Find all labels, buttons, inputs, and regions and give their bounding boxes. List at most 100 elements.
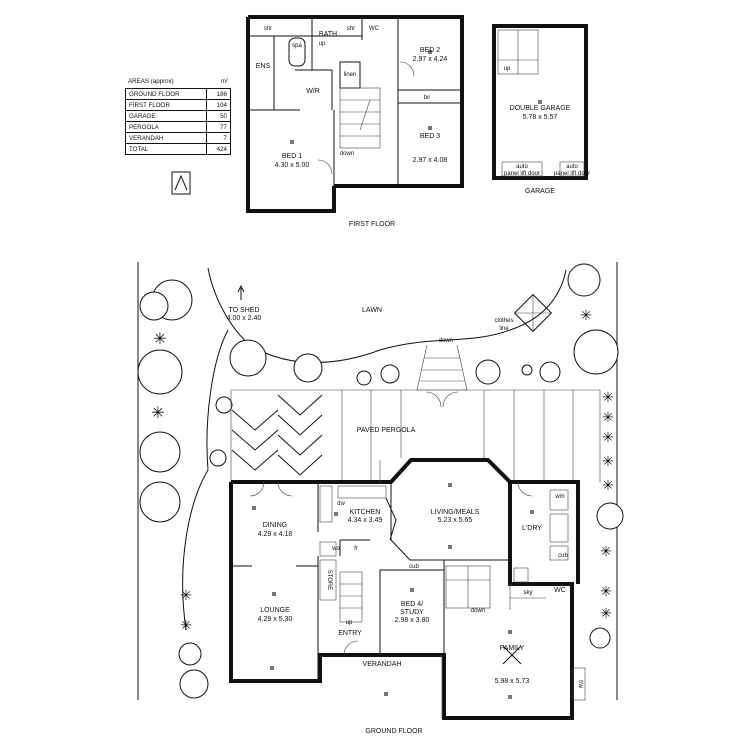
palm-icon: ✳ bbox=[180, 587, 192, 603]
paved-pergola: PAVED PERGOLA bbox=[230, 389, 601, 482]
palm-icon: ✳ bbox=[600, 583, 612, 599]
pergola-label: PAVED PERGOLA bbox=[357, 427, 416, 434]
areas-title: AREAS (approx) m² bbox=[128, 78, 228, 85]
tree-icon bbox=[293, 353, 323, 383]
first-up-label: up bbox=[319, 41, 326, 47]
tree-icon bbox=[567, 263, 601, 297]
tree-icon bbox=[521, 364, 533, 376]
garage-door2-b: panel lift door bbox=[554, 171, 590, 177]
bed2-size: 2.97 x 4.24 bbox=[413, 56, 448, 63]
first-shr-label: shr bbox=[264, 26, 272, 32]
dining-label: DINING bbox=[263, 522, 288, 529]
first-ens-label: ENS bbox=[256, 63, 271, 70]
sky-label: sky bbox=[524, 590, 533, 596]
shed-label: TO SHED bbox=[229, 307, 260, 314]
tree-icon bbox=[589, 627, 611, 649]
laundry-label: L'DRY bbox=[522, 525, 542, 532]
trees-left: ✳ ✳ ✳ ✳ bbox=[137, 279, 323, 699]
palm-icon: ✳ bbox=[580, 307, 592, 323]
wm-label: wm bbox=[554, 494, 564, 500]
lounge-label: LOUNGE bbox=[260, 607, 290, 614]
first-shr2-label: shr bbox=[347, 26, 355, 32]
tree-icon bbox=[139, 481, 181, 523]
family-size: 5.98 x 5.73 bbox=[495, 678, 530, 685]
stair-up-label: up bbox=[346, 620, 353, 626]
areas-title-text: AREAS (approx) bbox=[128, 78, 174, 85]
first-wir-label: W/R bbox=[306, 88, 320, 95]
clothes-line-label: line bbox=[499, 326, 509, 332]
tree-icon bbox=[139, 291, 169, 321]
tree-icon bbox=[139, 431, 181, 473]
shed-size: 4.00 x 2.40 bbox=[227, 315, 262, 322]
areas-unit: m² bbox=[220, 78, 228, 85]
trees-right: ✳ ✳ ✳ ✳ ✳ ✳ ✳ ✳ ✳ bbox=[356, 263, 624, 649]
garage-name: DOUBLE GARAGE bbox=[510, 105, 571, 112]
ground-floor-plan: DINING 4.29 x 4.18 KITCHEN 4.34 x 3.49 d… bbox=[229, 458, 586, 735]
palm-icon: ✳ bbox=[153, 331, 166, 348]
tree-icon bbox=[380, 364, 400, 384]
first-floor-plan: shr spa BATH up shr WC ENS linen W/R dow… bbox=[246, 15, 464, 228]
first-wc-label: WC bbox=[369, 26, 380, 32]
bed4-label: BED 4/ bbox=[401, 601, 423, 608]
lounge-size: 4.29 x 5.30 bbox=[258, 616, 293, 623]
family-label: FAMILY bbox=[500, 645, 525, 652]
first-floor-caption: FIRST FLOOR bbox=[349, 221, 395, 228]
bed4-cub-label: cub bbox=[409, 564, 419, 570]
palm-icon: ✳ bbox=[602, 429, 614, 445]
tree-icon bbox=[229, 339, 267, 377]
palm-icon: ✳ bbox=[600, 605, 612, 621]
site-garden: TO SHED 4.00 x 2.40 LAWN clothes line do… bbox=[137, 262, 618, 700]
bed2-label: BED 2 bbox=[420, 47, 440, 54]
garage-plan: up DOUBLE GARAGE 5.78 x 5.57 auto panel … bbox=[492, 24, 590, 195]
study-label: STUDY bbox=[400, 609, 424, 616]
kitchen-size: 4.34 x 3.49 bbox=[348, 517, 383, 524]
ground-floor-caption: GROUND FLOOR bbox=[365, 728, 422, 735]
bed1-size: 4.30 x 5.00 bbox=[275, 162, 310, 169]
tree-icon bbox=[356, 370, 372, 386]
palm-icon: ✳ bbox=[602, 409, 614, 425]
first-bath-label: BATH bbox=[319, 31, 337, 38]
lawn-steps-down-label: down bbox=[439, 338, 453, 344]
garage-door1-b: panel lift door bbox=[504, 171, 540, 177]
dw-label: dw bbox=[337, 501, 345, 507]
first-bir-label: bir bbox=[424, 95, 431, 101]
garage-door2-a: auto bbox=[566, 164, 578, 170]
first-spa-label: spa bbox=[292, 43, 302, 49]
bed3-size: 2.97 x 4.08 bbox=[413, 157, 448, 164]
palm-icon: ✳ bbox=[180, 617, 192, 633]
dining-size: 4.29 x 4.18 bbox=[258, 531, 293, 538]
palm-icon: ✳ bbox=[600, 543, 612, 559]
tree-icon bbox=[539, 361, 561, 383]
kitchen-label: KITCHEN bbox=[350, 509, 381, 516]
garage-caption: GARAGE bbox=[525, 188, 555, 195]
tw-label: t/w bbox=[577, 680, 583, 688]
bed1-label: BED 1 bbox=[282, 153, 302, 160]
tree-icon bbox=[179, 669, 209, 699]
garage-door1-a: auto bbox=[516, 164, 528, 170]
living-size: 5.23 x 5.65 bbox=[438, 517, 473, 524]
palm-icon: ✳ bbox=[602, 477, 614, 493]
first-down-label: down bbox=[340, 151, 354, 157]
palm-icon: ✳ bbox=[602, 453, 614, 469]
north-arrow-icon bbox=[171, 171, 191, 195]
clothes-label: clothes bbox=[494, 318, 513, 324]
wo-label: wo bbox=[331, 546, 340, 552]
verandah-label: VERANDAH bbox=[363, 661, 402, 668]
living-label: LIVING/MEALS bbox=[431, 509, 480, 516]
bed4-size: 2.98 x 3.80 bbox=[395, 617, 430, 624]
lawn-label: LAWN bbox=[362, 307, 382, 314]
first-linen-label: linen bbox=[344, 72, 357, 78]
laundry-cub-label: cub bbox=[558, 553, 568, 559]
palm-icon: ✳ bbox=[151, 405, 164, 422]
wc-label: WC bbox=[554, 587, 566, 594]
tree-icon bbox=[215, 396, 233, 414]
tree-icon bbox=[178, 642, 202, 666]
store-label: STORE bbox=[326, 570, 332, 591]
garage-size: 5.78 x 5.57 bbox=[523, 114, 558, 121]
